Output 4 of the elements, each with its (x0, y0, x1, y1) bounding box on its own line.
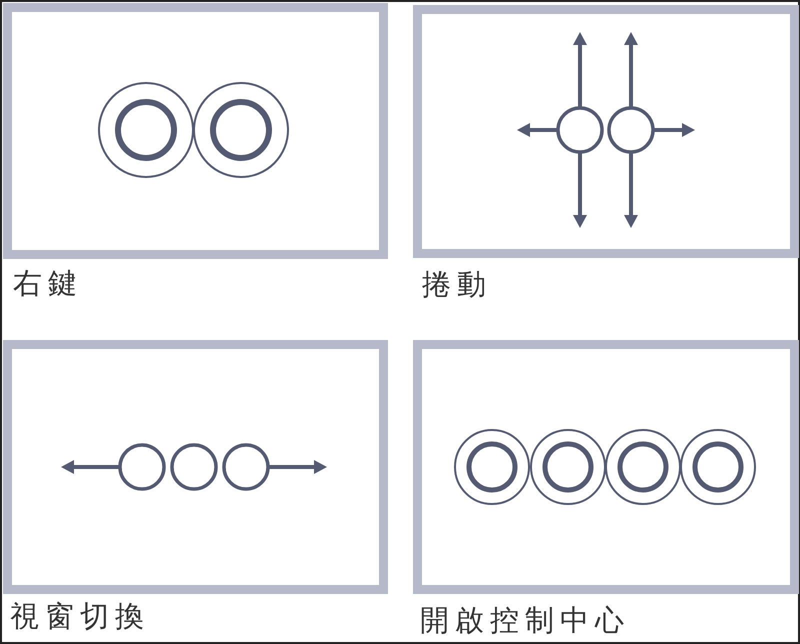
node-label: 開啟控制中心 (420, 606, 630, 635)
node-label: 捲動 (422, 270, 492, 299)
node-label: 視窗切換 (10, 602, 150, 631)
node-label: 右鍵 (13, 269, 83, 298)
